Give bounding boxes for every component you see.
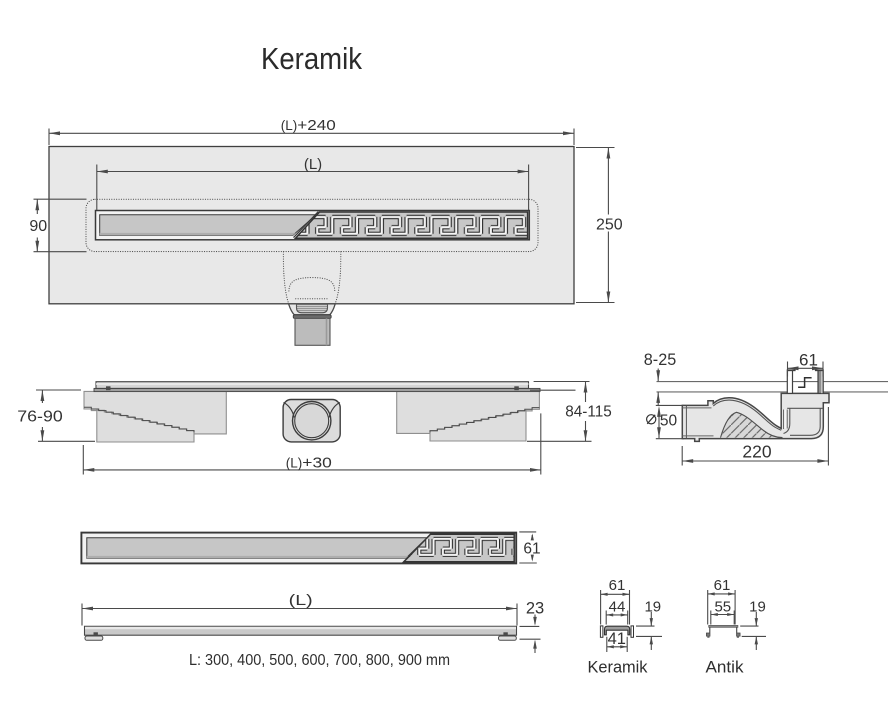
svg-text:50: 50 <box>660 413 678 430</box>
svg-text:Keramik: Keramik <box>261 41 362 76</box>
svg-text:61: 61 <box>799 351 818 370</box>
svg-text:Antik: Antik <box>706 658 744 677</box>
svg-text:41: 41 <box>608 630 626 648</box>
svg-text:19: 19 <box>749 599 766 616</box>
svg-text:L: 300, 400, 500, 600, 700, 80: L: 300, 400, 500, 600, 700, 800, 900 mm <box>189 652 450 669</box>
svg-text:250: 250 <box>596 217 623 234</box>
svg-text:19: 19 <box>644 599 661 616</box>
svg-text:44: 44 <box>609 599 626 616</box>
svg-text:61: 61 <box>714 577 731 594</box>
svg-text:61: 61 <box>523 540 540 557</box>
svg-text:(L): (L) <box>289 593 313 609</box>
svg-text:90: 90 <box>29 218 47 235</box>
svg-text:Keramik: Keramik <box>588 658 648 677</box>
svg-text:61: 61 <box>609 577 626 594</box>
svg-text:23: 23 <box>526 599 544 617</box>
svg-text:220: 220 <box>742 442 771 462</box>
svg-text:76-90: 76-90 <box>17 408 63 425</box>
svg-text:+30: +30 <box>302 455 332 472</box>
svg-text:(L): (L) <box>304 156 322 173</box>
svg-text:55: 55 <box>714 599 731 616</box>
svg-text:(L): (L) <box>281 118 298 133</box>
svg-text:84-115: 84-115 <box>565 404 612 421</box>
svg-text:(L): (L) <box>286 456 303 471</box>
svg-text:8-25: 8-25 <box>644 351 676 369</box>
svg-text:+240: +240 <box>297 117 336 134</box>
